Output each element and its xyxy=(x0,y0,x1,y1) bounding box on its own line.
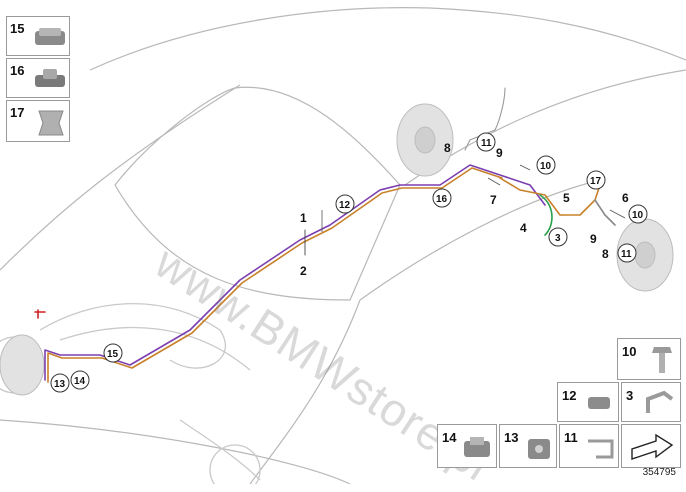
legend-number: 11 xyxy=(564,430,578,445)
car-side-line xyxy=(0,84,241,271)
front-left-wheel-ghost xyxy=(209,444,261,484)
clip-part-icon xyxy=(38,110,64,136)
callout-9: 9 xyxy=(496,146,503,160)
callout-12: 12 xyxy=(339,200,351,211)
legend-box-3: 3 xyxy=(621,382,681,422)
callout-circle xyxy=(476,132,496,152)
clip-part-icon xyxy=(35,28,65,45)
clip-part-icon xyxy=(35,69,65,87)
callout-circle xyxy=(617,243,637,263)
callout-9b: 9 xyxy=(590,232,597,246)
legend-number: 15 xyxy=(10,21,25,36)
brake-disc-front-right-hub xyxy=(634,241,656,269)
callout-11b: 11 xyxy=(621,249,632,260)
legend-number: 14 xyxy=(442,430,457,445)
clip-part-icon xyxy=(464,437,490,457)
car-bottom-line xyxy=(0,419,351,484)
car-front-line xyxy=(249,299,361,484)
callout-17: 17 xyxy=(590,176,602,187)
brake-line-rear-red xyxy=(34,309,46,319)
callout-3: 3 xyxy=(555,233,561,244)
callout-4: 4 xyxy=(520,221,527,235)
callout-16: 16 xyxy=(436,194,448,205)
brake-line-main-orange xyxy=(47,167,503,383)
legend-number: 13 xyxy=(504,430,519,445)
callout-circle xyxy=(548,227,568,247)
diagram-id: 354795 xyxy=(642,467,676,478)
legend-box-16: 16 xyxy=(6,58,70,98)
brake-line-upper-gray xyxy=(464,87,506,151)
clip-part-icon xyxy=(528,439,550,459)
brake-line-main-purple xyxy=(44,164,546,381)
callout-5: 5 xyxy=(563,191,570,205)
callout-1: 1 xyxy=(300,211,307,225)
legend-number: 3 xyxy=(626,388,634,403)
legend-box-arrow xyxy=(621,424,681,468)
legend-number: 16 xyxy=(10,63,25,78)
legend-box-13: 13 xyxy=(499,424,557,468)
bolt-part-icon xyxy=(652,347,672,373)
rear-axle-ghost-line xyxy=(179,419,261,481)
callout-circle xyxy=(335,194,355,214)
clip-part-icon xyxy=(588,397,610,409)
callout-6: 6 xyxy=(622,191,629,205)
callout-circle xyxy=(536,155,556,175)
legend-box-15: 15 xyxy=(6,16,70,56)
orientation-arrow-icon xyxy=(631,433,674,460)
legend-box-10: 10 xyxy=(617,338,681,380)
brake-line-right-gray xyxy=(594,199,616,226)
rear-axle-ghost-line xyxy=(39,302,227,369)
bracket-part-icon xyxy=(646,390,674,413)
rear-axle-ghost-line xyxy=(59,326,251,371)
car-windshield-outline xyxy=(114,86,401,301)
callout-circle xyxy=(50,373,70,393)
legend-number: 12 xyxy=(562,388,577,403)
callout-7: 7 xyxy=(490,193,497,207)
callout-circle xyxy=(432,188,452,208)
car-hood-edge xyxy=(359,179,601,301)
callout-14: 14 xyxy=(74,376,86,387)
brake-disc-front-left-hub xyxy=(414,126,436,154)
brake-lines xyxy=(34,87,616,383)
brake-disc-rear-left xyxy=(0,334,45,396)
legend-box-11: 11 xyxy=(559,424,619,468)
circled-callouts xyxy=(50,132,648,393)
leader-line xyxy=(609,209,626,219)
legend-box-17: 17 xyxy=(6,100,70,142)
callout-8b: 8 xyxy=(602,247,609,261)
legend-box-12: 12 xyxy=(557,382,619,422)
clip-part-icon xyxy=(588,439,614,459)
legend-number: 10 xyxy=(622,344,637,359)
callout-10: 10 xyxy=(540,161,552,172)
callout-circle xyxy=(628,204,648,224)
callout-2: 2 xyxy=(300,264,307,278)
car-roof-line xyxy=(89,7,686,71)
callout-10b: 10 xyxy=(632,210,644,221)
callout-circle xyxy=(586,170,606,190)
callout-13: 13 xyxy=(54,379,66,390)
legend-number: 17 xyxy=(10,105,25,120)
front-brake-discs xyxy=(0,103,674,396)
brake-line-green xyxy=(539,194,553,236)
callout-circle xyxy=(103,343,123,363)
callout-15: 15 xyxy=(107,349,119,360)
leader-line xyxy=(519,164,531,171)
leader-line xyxy=(487,177,501,186)
callout-8: 8 xyxy=(444,141,451,155)
callout-circle xyxy=(70,370,90,390)
callout-11: 11 xyxy=(481,138,492,149)
callout-leaders xyxy=(321,164,626,232)
rear-axle-ghost xyxy=(0,302,261,484)
legend-box-14: 14 xyxy=(437,424,497,468)
